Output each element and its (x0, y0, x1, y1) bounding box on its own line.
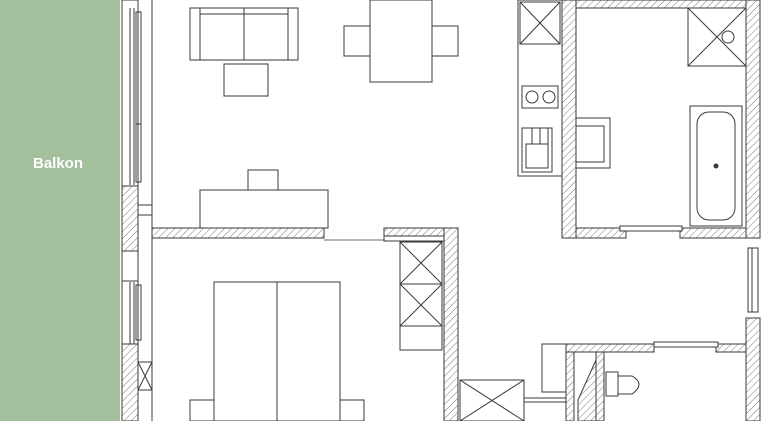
bathroom-fixtures (575, 7, 747, 227)
hallway-wardrobe-icon (459, 379, 525, 421)
balcony-area (0, 0, 120, 421)
kitchen-counter (517, 0, 563, 177)
double-bed-icon (189, 281, 365, 421)
dining-table-icon (343, 0, 459, 83)
hob-icon (521, 85, 559, 109)
wardrobe-icon (399, 241, 443, 351)
sink-icon (521, 127, 553, 173)
bedroom-furniture (189, 241, 443, 421)
tv-sideboard-icon (199, 169, 329, 229)
living-furniture (189, 0, 459, 229)
washbasin-icon (575, 117, 611, 169)
door-marks (383, 225, 719, 403)
bathtub-icon (689, 105, 743, 227)
sofa-icon (189, 7, 299, 61)
balcony-label: Balkon (33, 155, 83, 172)
fridge-icon (519, 1, 561, 45)
toilet-icon (605, 371, 640, 397)
guest-wc-fixtures (541, 343, 640, 421)
exterior-wall (121, 0, 153, 421)
coffee-table-icon (223, 63, 269, 97)
shower-icon (687, 7, 747, 67)
